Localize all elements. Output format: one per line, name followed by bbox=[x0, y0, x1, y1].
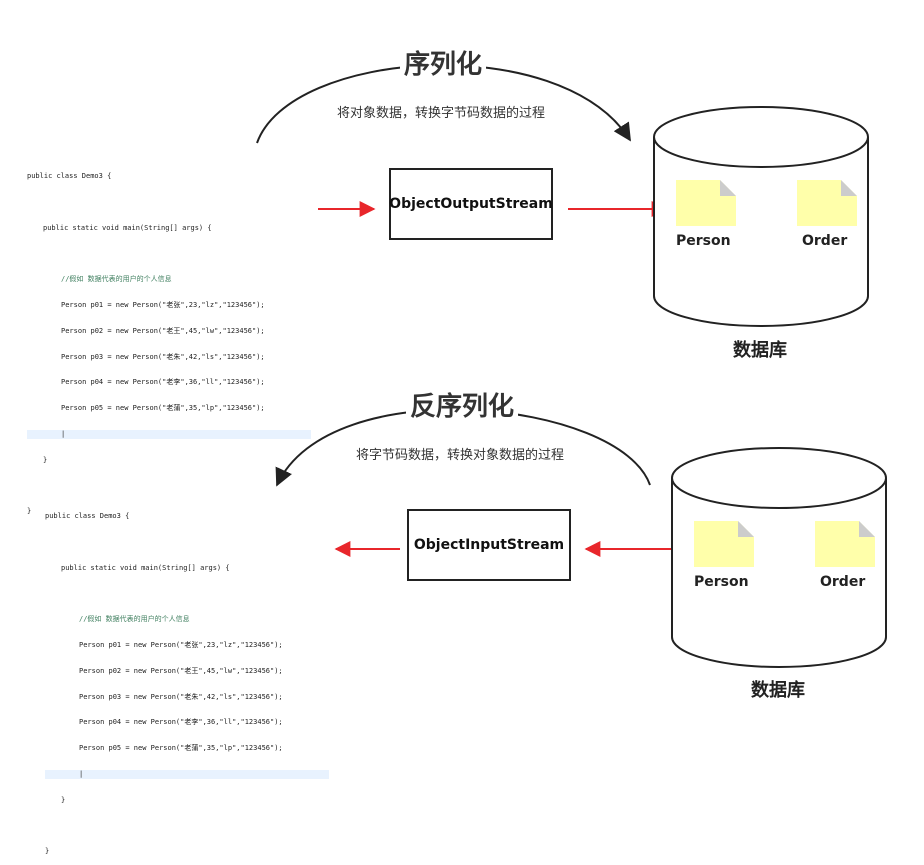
serialize-description: 将对象数据，转换字节码数据的过程 bbox=[337, 106, 546, 121]
deserialize-description: 将字节码数据，转换对象数据的过程 bbox=[356, 448, 565, 463]
code-line: Person p04 = new Person("老李",36,"ll","12… bbox=[61, 378, 265, 387]
code-line: Person p01 = new Person("老张",23,"lz","12… bbox=[61, 301, 265, 310]
database-label-bottom: 数据库 bbox=[751, 680, 805, 701]
object-input-stream-box: ObjectInputStream bbox=[407, 509, 571, 581]
code-snippet-top: public class Demo3 { public static void … bbox=[27, 155, 311, 525]
deserialize-title: 反序列化 bbox=[406, 392, 519, 422]
code-close-inner: } bbox=[61, 795, 66, 804]
code-cursor-line: | bbox=[27, 430, 311, 439]
code-comment: //假如 数据代表的用户的个人信息 bbox=[79, 615, 190, 624]
code-close-outer: } bbox=[27, 507, 32, 516]
code-snippet-bottom: public class Demo3 { public static void … bbox=[45, 495, 329, 865]
note-icon-order-bottom bbox=[815, 521, 875, 567]
database-label-top: 数据库 bbox=[733, 340, 787, 361]
code-comment: //假如 数据代表的用户的个人信息 bbox=[61, 275, 172, 284]
serialize-title: 序列化 bbox=[400, 50, 487, 80]
code-line: Person p02 = new Person("老王",45,"lw","12… bbox=[61, 326, 265, 335]
code-close-outer: } bbox=[45, 847, 50, 856]
note-icon-person-bottom bbox=[694, 521, 754, 567]
code-main-line: public static void main(String[] args) { bbox=[61, 563, 230, 572]
code-cursor-line: | bbox=[45, 770, 329, 779]
code-line: Person p01 = new Person("老张",23,"lz","12… bbox=[79, 641, 283, 650]
diagram-canvas bbox=[256, 64, 887, 668]
code-line: Person p03 = new Person("老朱",42,"ls","12… bbox=[79, 692, 283, 701]
file-label-order-bottom: Order bbox=[820, 574, 866, 590]
code-line: Person p05 = new Person("老蒲",35,"lp","12… bbox=[61, 404, 265, 413]
object-output-stream-box: ObjectOutputStream bbox=[389, 168, 553, 240]
code-line: Person p04 = new Person("老李",36,"ll","12… bbox=[79, 718, 283, 727]
code-line: Person p05 = new Person("老蒲",35,"lp","12… bbox=[79, 744, 283, 753]
code-line: Person p03 = new Person("老朱",42,"ls","12… bbox=[61, 352, 265, 361]
code-class-line: public class Demo3 { bbox=[27, 172, 112, 181]
file-label-person-bottom: Person bbox=[694, 574, 749, 590]
file-label-order-top: Order bbox=[802, 233, 848, 249]
code-class-line: public class Demo3 { bbox=[45, 512, 130, 521]
note-icon-order-top bbox=[797, 180, 857, 226]
code-main-line: public static void main(String[] args) { bbox=[43, 223, 212, 232]
note-icon-person-top bbox=[676, 180, 736, 226]
code-close-inner: } bbox=[43, 455, 48, 464]
file-label-person-top: Person bbox=[676, 233, 731, 249]
code-line: Person p02 = new Person("老王",45,"lw","12… bbox=[79, 666, 283, 675]
